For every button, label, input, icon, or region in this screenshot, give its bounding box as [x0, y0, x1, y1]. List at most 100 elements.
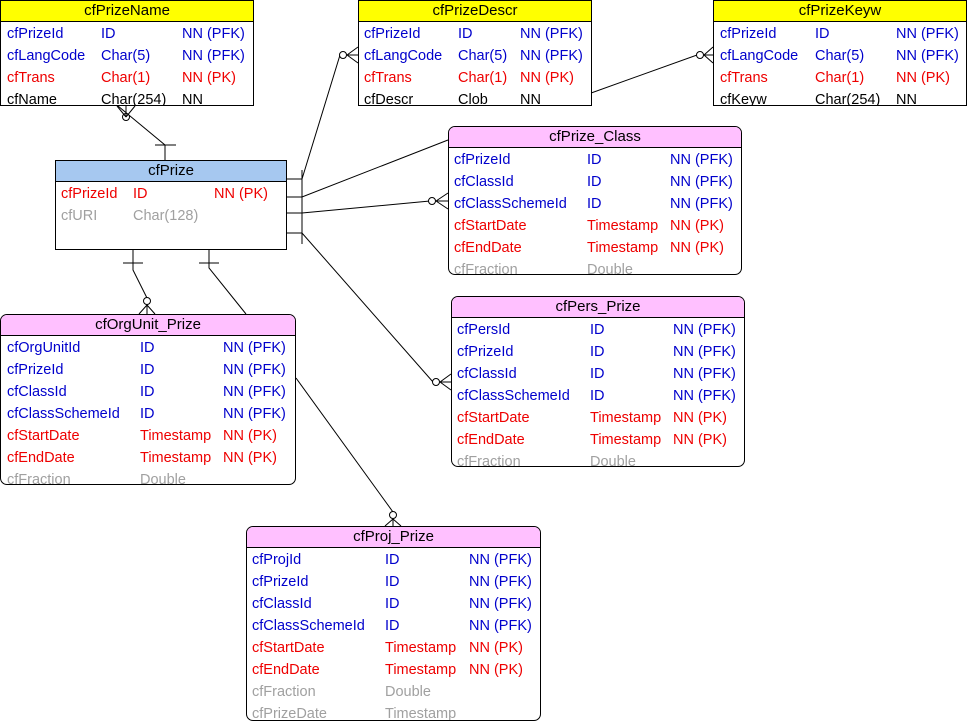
attribute-name: cfFraction: [252, 684, 316, 700]
attribute-name: cfClassId: [252, 596, 312, 612]
attribute-constraint: NN (PK): [469, 640, 523, 656]
attribute-type: ID: [590, 366, 605, 382]
attribute-type: Double: [140, 472, 186, 485]
attribute-type: ID: [101, 26, 116, 42]
attribute-row: cfEndDate Timestamp NN (PK): [247, 659, 540, 681]
attribute-row: cfURI Char(128): [56, 205, 286, 227]
attribute-name: cfClassSchemeId: [252, 618, 365, 634]
entity-title: cfPrizeKeyw: [714, 1, 966, 22]
attribute-name: cfPrizeId: [61, 186, 118, 202]
attribute-type: Timestamp: [385, 640, 457, 656]
entity-title: cfPrize: [56, 161, 286, 182]
attribute-type: Timestamp: [590, 410, 662, 426]
attribute-name: cfURI: [61, 208, 98, 224]
attribute-constraint: NN (PFK): [469, 596, 532, 612]
attribute-constraint: NN (PFK): [673, 388, 736, 404]
attribute-type: ID: [140, 362, 155, 378]
attribute-constraint: NN (PFK): [469, 574, 532, 590]
attribute-constraint: NN (PFK): [670, 174, 733, 190]
attribute-type: Timestamp: [385, 662, 457, 678]
attribute-name: cfClassSchemeId: [457, 388, 570, 404]
attribute-constraint: NN (PFK): [670, 152, 733, 168]
attribute-constraint: NN (PFK): [223, 406, 286, 422]
attribute-constraint: NN (PFK): [469, 618, 532, 634]
attribute-name: cfEndDate: [252, 662, 320, 678]
attribute-name: cfPrizeId: [7, 362, 64, 378]
attribute-name: cfClassSchemeId: [454, 196, 567, 212]
attribute-type: ID: [458, 26, 473, 42]
attribute-type: Char(5): [101, 48, 151, 64]
attribute-name: cfClassSchemeId: [7, 406, 120, 422]
attribute-constraint: NN (PK): [670, 240, 724, 256]
attribute-name: cfPrizeId: [720, 26, 777, 42]
attribute-type: Double: [587, 262, 633, 275]
attribute-type: Timestamp: [385, 706, 457, 721]
attribute-type: ID: [385, 552, 400, 568]
attribute-name: cfLangCode: [720, 48, 799, 64]
attribute-type: ID: [133, 186, 148, 202]
attribute-constraint: NN (PK): [673, 432, 727, 448]
attribute-type: Timestamp: [140, 428, 212, 444]
attribute-type: ID: [140, 406, 155, 422]
rel-prize-prizeclass: [287, 200, 448, 214]
attribute-constraint: NN (PK): [520, 70, 574, 86]
attribute-constraint: NN (PFK): [469, 552, 532, 568]
entity-title: cfPrizeDescr: [359, 1, 591, 22]
rel-prize-prizedescr: [287, 54, 358, 180]
attribute-name: cfEndDate: [454, 240, 522, 256]
attribute-name: cfClassId: [454, 174, 514, 190]
entity-title: cfProj_Prize: [247, 527, 540, 548]
attribute-type: Char(1): [101, 70, 151, 86]
entity-title: cfPrizeName: [1, 1, 253, 22]
attribute-name: cfStartDate: [454, 218, 527, 234]
attribute-constraint: NN (PK): [896, 70, 950, 86]
attribute-name: cfFraction: [7, 472, 71, 485]
attribute-constraint: NN: [520, 92, 541, 106]
attribute-type: Timestamp: [590, 432, 662, 448]
attribute-constraint: NN (PK): [469, 662, 523, 678]
attribute-name: cfName: [7, 92, 57, 106]
attribute-constraint: NN (PFK): [182, 48, 245, 64]
attribute-type: Char(5): [458, 48, 508, 64]
attribute-constraint: NN (PFK): [223, 340, 286, 356]
attribute-name: cfClassId: [457, 366, 517, 382]
attribute-name: cfEndDate: [7, 450, 75, 466]
attribute-constraint: NN (PFK): [896, 26, 959, 42]
attribute-type: ID: [385, 618, 400, 634]
attribute-name: cfPersId: [457, 322, 511, 338]
attribute-name: cfClassId: [7, 384, 67, 400]
attribute-name: cfPrizeId: [7, 26, 64, 42]
attribute-name: cfTrans: [364, 70, 412, 86]
attribute-type: Double: [590, 454, 636, 467]
attribute-constraint: NN (PK): [223, 428, 277, 444]
entity-title: cfPrize_Class: [449, 127, 741, 148]
attribute-type: Char(128): [133, 208, 199, 224]
attribute-name: cfDescr: [364, 92, 414, 106]
